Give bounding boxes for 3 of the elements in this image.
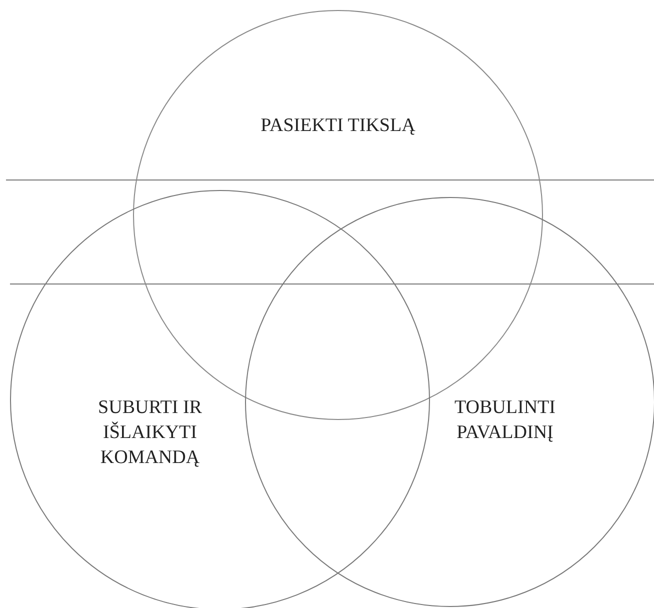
circle-label: PASIEKTI TIKSLĄ <box>260 114 416 138</box>
circle-label: TOBULINTI PAVALDINĮ <box>454 396 556 445</box>
circle-label: SUBURTI IR IŠLAIKYTI KOMANDĄ <box>97 396 203 470</box>
